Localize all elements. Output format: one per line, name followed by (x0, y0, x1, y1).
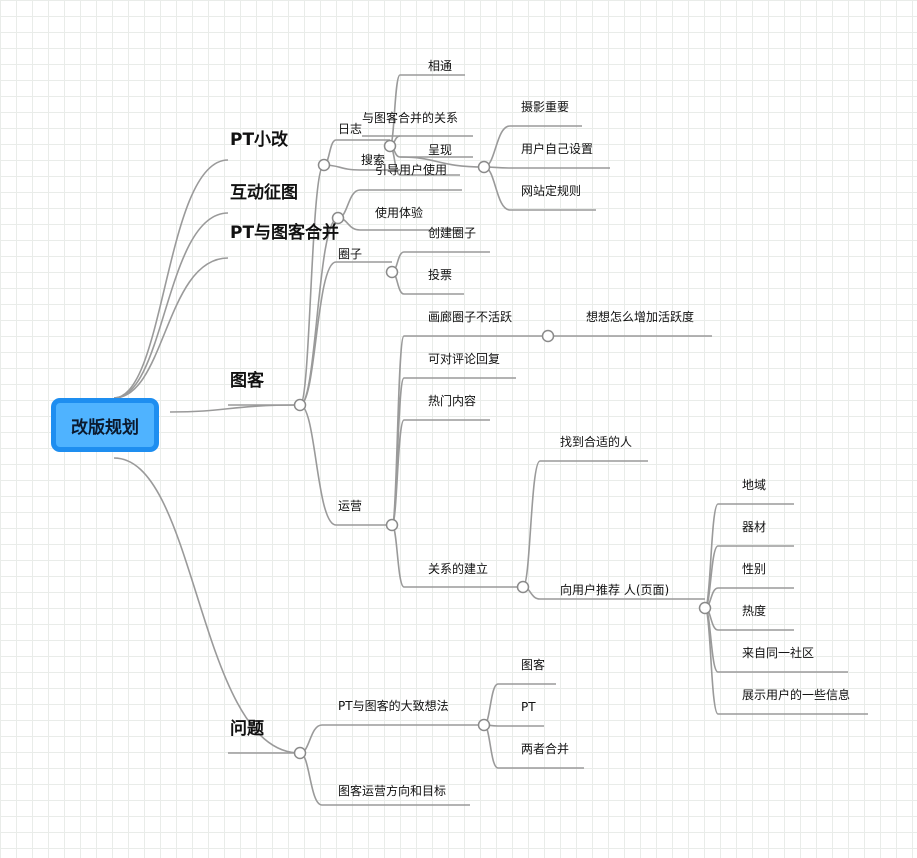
connector-line (391, 524, 405, 588)
connector-lines (113, 74, 868, 806)
topic-xinxi[interactable]: 展示用户的一些信息 (742, 687, 850, 702)
connector-line (299, 164, 325, 406)
topic-redu[interactable]: 热度 (742, 603, 766, 618)
connector-line (483, 166, 511, 211)
collapse-toggle[interactable] (477, 160, 491, 174)
topic-w_pt[interactable]: PT (521, 700, 536, 714)
collapse-toggle[interactable] (385, 265, 399, 279)
topic-pt_small[interactable]: PT小改 (230, 129, 289, 150)
topic-w_tuke[interactable]: 图客 (521, 657, 545, 672)
topic-pinglun[interactable]: 可对评论回复 (428, 352, 500, 366)
topic-yunying[interactable]: 运营 (338, 499, 362, 513)
topic-remen[interactable]: 热门内容 (428, 393, 476, 408)
topic-hudong[interactable]: 互动征图 (230, 182, 298, 203)
connector-line (483, 683, 499, 726)
collapse-toggle[interactable] (293, 746, 307, 760)
collapse-toggle[interactable] (698, 601, 712, 615)
topic-sousuo[interactable]: 搜索 (361, 152, 385, 167)
connector-line (113, 212, 229, 399)
topic-shequ[interactable]: 来自同一社区 (742, 645, 814, 660)
topic-diyu[interactable]: 地域 (742, 478, 766, 492)
topic-liangzhe[interactable]: 两者合并 (521, 741, 569, 756)
connector-line (299, 404, 337, 526)
collapse-toggles (293, 139, 712, 760)
collapse-toggle[interactable] (317, 158, 331, 172)
topic-wangzhan[interactable]: 网站定规则 (521, 183, 581, 198)
topic-sheying[interactable]: 摄影重要 (521, 99, 569, 114)
root-topic-label: 改版规划 (71, 417, 139, 438)
collapse-toggle[interactable] (541, 329, 555, 343)
topic-xingbie[interactable]: 性别 (742, 562, 766, 576)
connector-line (704, 607, 719, 715)
collapse-toggle[interactable] (385, 518, 399, 532)
connector-line (299, 261, 337, 406)
collapse-toggle[interactable] (516, 580, 530, 594)
topic-qicai[interactable]: 器材 (742, 520, 766, 534)
connector-line (169, 404, 301, 413)
collapse-toggle[interactable] (477, 718, 491, 732)
connector-line (399, 156, 485, 168)
topic-rizhi[interactable]: 日志 (338, 122, 362, 136)
connector-line (113, 159, 229, 399)
connector-line (113, 457, 301, 754)
root-topic[interactable]: 改版规划 (51, 398, 159, 452)
topic-toupiao[interactable]: 投票 (428, 267, 452, 282)
collapse-toggle[interactable] (293, 398, 307, 412)
topic-dazhi[interactable]: PT与图客的大致想法 (338, 698, 449, 713)
connector-line (483, 125, 511, 168)
topic-tuke[interactable]: 图客 (230, 370, 265, 391)
connector-line (522, 460, 541, 588)
topic-chuangjian[interactable]: 创建圈子 (428, 226, 476, 240)
topic-quanzi[interactable]: 圈子 (338, 247, 362, 261)
topic-yonghu_shezhi[interactable]: 用户自己设置 (521, 141, 593, 156)
topic-wenti[interactable]: 问题 (230, 718, 265, 739)
connector-line (704, 503, 719, 609)
topic-jianli[interactable]: 关系的建立 (428, 561, 488, 576)
connector-line (113, 257, 229, 399)
connector-line (483, 724, 499, 769)
topic-guanxi[interactable]: 与图客合并的关系 (362, 110, 458, 125)
topic-tuijian[interactable]: 向用户推荐 人(页面) (560, 582, 669, 597)
topic-pt_hebing[interactable]: PT与图客合并 (230, 222, 339, 243)
topic-xiangtong[interactable]: 相通 (428, 59, 452, 73)
collapse-toggle[interactable] (383, 139, 397, 153)
topic-chengxian[interactable]: 呈现 (428, 143, 452, 157)
topic-yindao[interactable]: 引导用户使用 (375, 162, 447, 177)
topic-labels: PT小改互动征图PT与图客合并图客问题日志搜索相通与图客合并的关系呈现引导用户使… (230, 59, 850, 798)
topic-zhaodao[interactable]: 找到合适的人 (560, 434, 632, 449)
topic-tiyan[interactable]: 使用体验 (375, 205, 423, 220)
topic-xiangxiang[interactable]: 想想怎么增加活跃度 (586, 309, 694, 324)
collapse-toggle[interactable] (331, 211, 345, 225)
topic-hualang[interactable]: 画廊圈子不活跃 (428, 309, 512, 324)
connector-line (299, 752, 323, 806)
topic-fangxiang[interactable]: 图客运营方向和目标 (338, 783, 446, 798)
